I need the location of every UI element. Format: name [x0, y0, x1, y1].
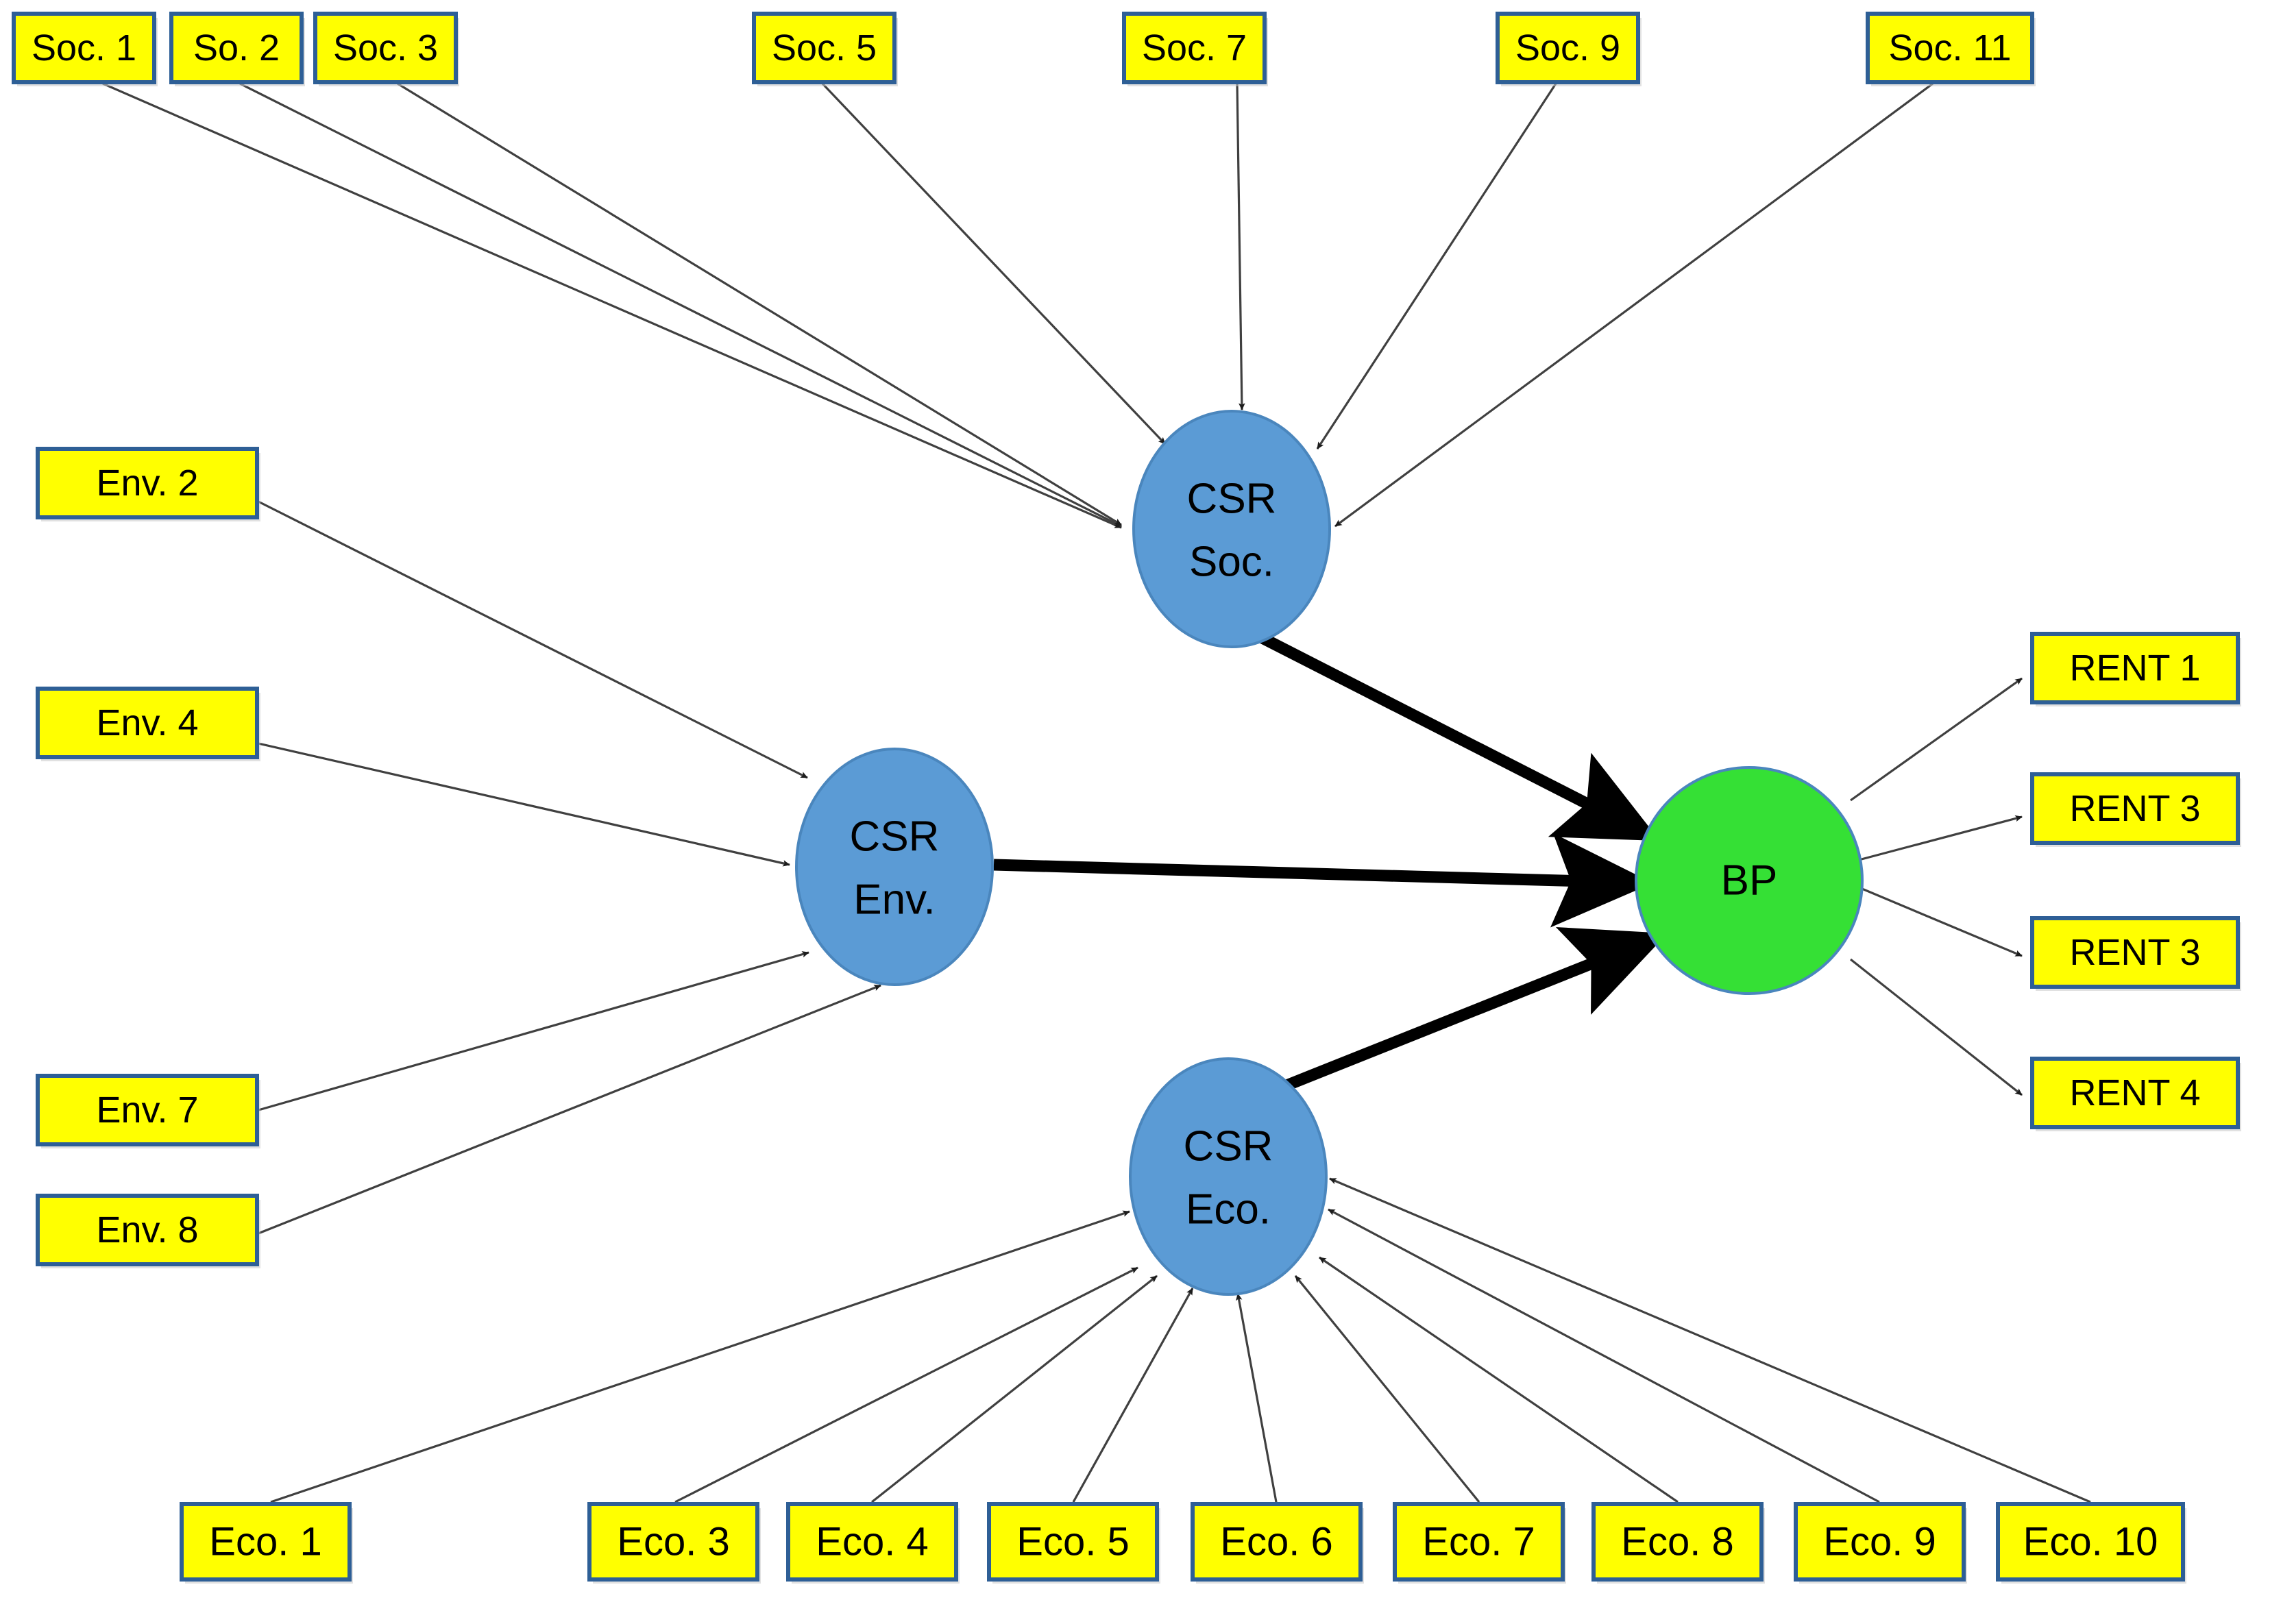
box-rect — [313, 12, 458, 84]
structural-path-csr-env-to-bp[interactable] — [993, 833, 1653, 928]
measurement-arrow-env-4 — [258, 742, 790, 867]
indicator-box-env-7-9[interactable]: Env. 7 — [36, 1074, 260, 1148]
box-rect — [987, 1502, 1159, 1582]
box-rect — [169, 12, 304, 84]
indicator-box-eco-5-14[interactable]: Eco. 5 — [987, 1502, 1160, 1584]
measurement-arrow-so-2 — [239, 82, 1122, 528]
indicator-box-env-4-8[interactable]: Env. 4 — [36, 687, 260, 761]
measurement-arrow-env-8 — [258, 984, 881, 1235]
measurement-arrow-eco-4 — [871, 1275, 1158, 1503]
indicator-box-eco-10-19[interactable]: Eco. 10 — [1996, 1502, 2186, 1584]
indicator-box-env-8-10[interactable]: Env. 8 — [36, 1194, 260, 1268]
box-rect — [36, 1074, 259, 1146]
measurement-arrow-eco-7 — [1294, 1275, 1480, 1503]
box-rect — [2030, 1057, 2240, 1129]
box-rect — [1996, 1502, 2185, 1582]
latent-ellipse — [1129, 1057, 1328, 1296]
indicator-box-soc-5-3[interactable]: Soc. 5 — [752, 12, 898, 86]
box-rect — [180, 1502, 352, 1582]
box-rect — [2030, 632, 2240, 704]
latent-ellipse — [1132, 410, 1331, 648]
measurement-arrow-soc-7 — [1236, 83, 1245, 410]
indicator-box-rent-4-23[interactable]: RENT 4 — [2030, 1057, 2241, 1131]
latent-node-bp[interactable]: BP — [1635, 766, 1864, 995]
indicator-box-so-2-1[interactable]: So. 2 — [169, 12, 305, 86]
box-rect — [1496, 12, 1640, 84]
indicator-box-soc-3-2[interactable]: Soc. 3 — [313, 12, 459, 86]
structural-path-layer — [993, 628, 1668, 1095]
measurement-arrow-soc-5 — [821, 82, 1167, 445]
box-rect — [36, 447, 259, 519]
measurement-arrow-rent-3 — [1858, 886, 2023, 957]
indicator-box-env-2-7[interactable]: Env. 2 — [36, 447, 260, 521]
measurement-arrow-eco-8 — [1319, 1256, 1679, 1503]
measurement-arrow-env-7 — [258, 951, 809, 1111]
indicator-box-eco-3-12[interactable]: Eco. 3 — [587, 1502, 761, 1584]
measurement-arrow-soc-9 — [1316, 83, 1557, 450]
box-rect — [1122, 12, 1267, 84]
box-rect — [587, 1502, 759, 1582]
box-rect — [1191, 1502, 1363, 1582]
measurement-arrow-soc-1 — [102, 82, 1122, 529]
measurement-arrow-soc-3 — [397, 82, 1122, 526]
measurement-arrow-eco-1 — [270, 1210, 1130, 1503]
measurement-arrow-eco-5 — [1072, 1288, 1194, 1503]
indicator-box-soc-7-4[interactable]: Soc. 7 — [1122, 12, 1268, 86]
box-rect — [2030, 916, 2240, 989]
box-rect — [1591, 1502, 1764, 1582]
structural-path-csr-eco-to-bp[interactable] — [1273, 926, 1668, 1095]
box-rect — [12, 12, 156, 84]
indicator-box-eco-8-17[interactable]: Eco. 8 — [1591, 1502, 1765, 1584]
indicator-box-soc-11-6[interactable]: Soc. 11 — [1866, 12, 2036, 86]
indicator-box-eco-6-15[interactable]: Eco. 6 — [1191, 1502, 1364, 1584]
measurement-arrow-layer — [102, 82, 2091, 1503]
indicator-box-eco-1-11[interactable]: Eco. 1 — [180, 1502, 353, 1584]
measurement-arrow-rent-3 — [1858, 815, 2023, 861]
indicator-box-soc-1-0[interactable]: Soc. 1 — [12, 12, 158, 86]
measurement-arrow-eco-3 — [674, 1266, 1138, 1503]
box-rect — [2030, 772, 2240, 845]
box-rect — [36, 687, 259, 759]
indicator-box-eco-7-16[interactable]: Eco. 7 — [1393, 1502, 1566, 1584]
measurement-arrow-eco-6 — [1236, 1293, 1278, 1503]
box-rect — [36, 1194, 259, 1266]
indicator-box-eco-9-18[interactable]: Eco. 9 — [1794, 1502, 1967, 1584]
box-rect — [1794, 1502, 1966, 1582]
box-rect — [786, 1502, 958, 1582]
outcome-ellipse — [1635, 766, 1864, 995]
indicator-box-rent-1-20[interactable]: RENT 1 — [2030, 632, 2241, 706]
indicator-box-eco-4-13[interactable]: Eco. 4 — [786, 1502, 960, 1584]
latent-ellipse — [795, 748, 994, 986]
box-rect — [1393, 1502, 1565, 1582]
measurement-arrow-rent-4 — [1850, 958, 2023, 1096]
measurement-arrow-soc-11 — [1334, 82, 1934, 528]
measurement-arrow-rent-1 — [1850, 677, 2023, 802]
indicator-box-rent-3-21[interactable]: RENT 3 — [2030, 772, 2241, 847]
indicator-box-soc-9-5[interactable]: Soc. 9 — [1496, 12, 1642, 86]
measurement-arrow-eco-10 — [1329, 1177, 2091, 1503]
measurement-arrow-eco-9 — [1328, 1208, 1880, 1503]
box-rect — [1866, 12, 2034, 84]
box-rect — [752, 12, 896, 84]
measurement-arrow-env-2 — [258, 500, 808, 779]
structural-path-csr-soc-to-bp[interactable] — [1252, 628, 1660, 841]
indicator-box-rent-3-22[interactable]: RENT 3 — [2030, 916, 2241, 991]
